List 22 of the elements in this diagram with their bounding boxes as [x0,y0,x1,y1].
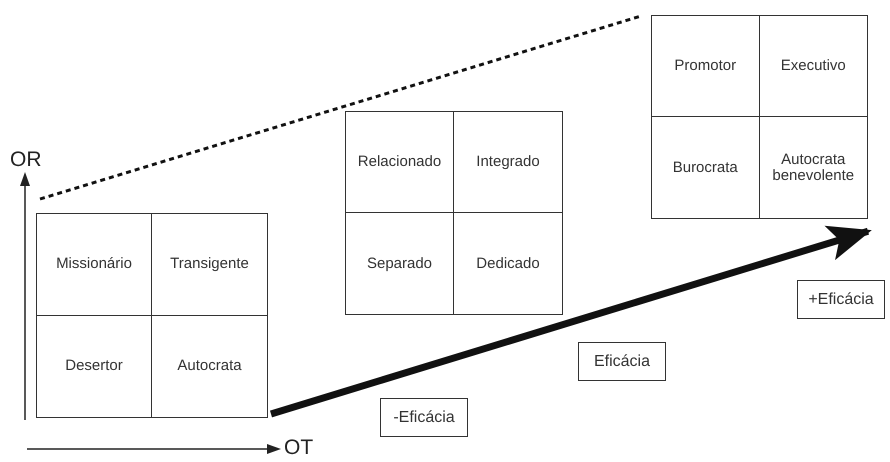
quadrant-label: Promotor [652,16,760,117]
scale-label: -Eficácia [380,398,468,437]
quadrant-grid [345,111,563,315]
quadrant-label: Missionário [37,214,152,316]
quadrant-grid [36,213,268,418]
quadrant-label: Autocrata benevolente [760,117,867,218]
scale-label: +Eficácia [797,280,885,319]
quadrant-grid [651,15,868,219]
quadrant-label: Burocrata [652,117,760,218]
arrow [270,226,872,418]
axis-label: OR [10,148,42,172]
dotted-line [40,14,642,200]
quadrant-label: Autocrata [152,316,267,417]
quadrant-label: Separado [346,213,454,314]
quadrant-label: Executivo [760,16,867,117]
quadrant-label: Integrado [454,112,562,213]
quadrant-label: Transigente [152,214,267,316]
quadrant-label: Desertor [37,316,152,417]
scale-label: Eficácia [578,342,666,381]
quadrant-label: Relacionado [346,112,454,213]
axis-label: OT [284,436,314,460]
quadrant-label: Dedicado [454,213,562,314]
